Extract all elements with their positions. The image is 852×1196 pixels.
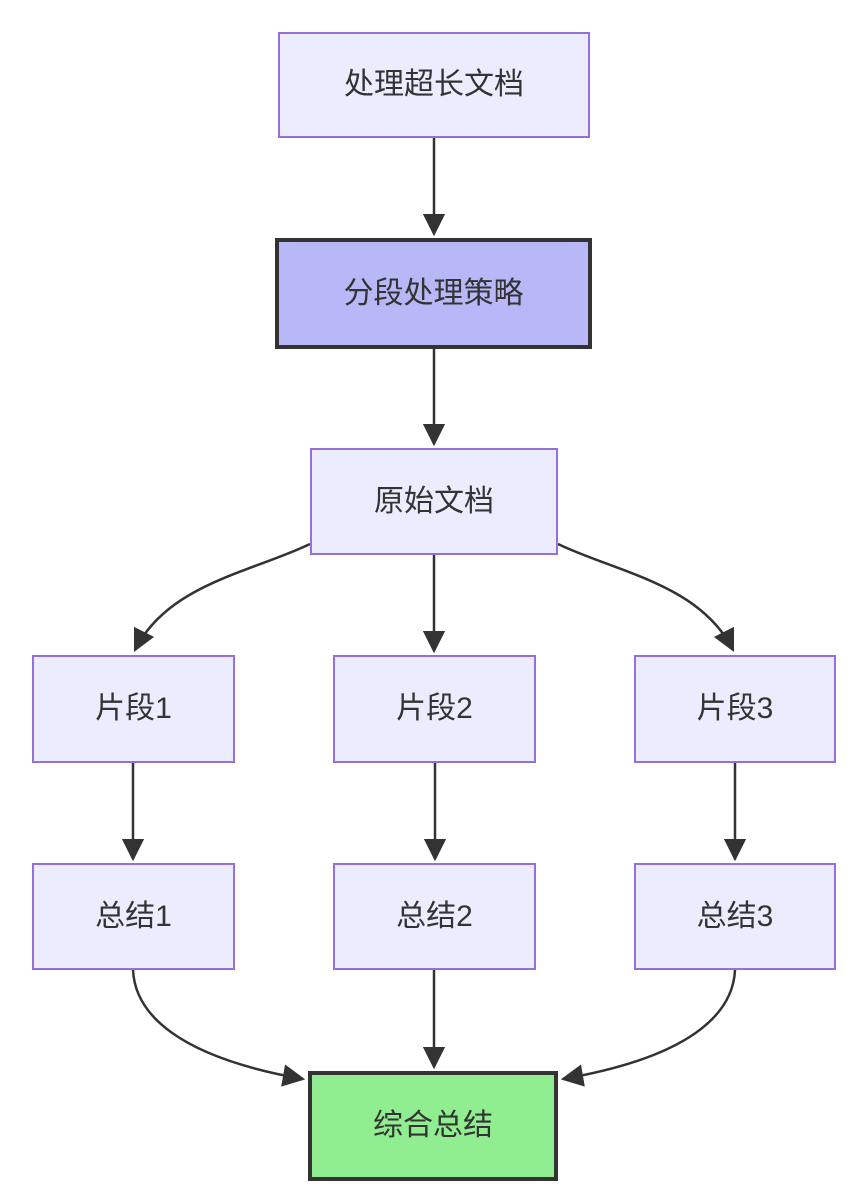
node-label: 片段1 [95,692,172,725]
node-fragment-1: 片段1 [32,655,235,763]
node-fragment-2: 片段2 [333,655,536,763]
node-segmentation-strategy: 分段处理策略 [275,238,592,349]
node-label: 处理超长文档 [344,68,524,101]
node-label: 原始文档 [374,484,494,518]
node-label: 片段2 [396,692,473,725]
edge-original-to-fragment3 [557,542,735,653]
node-label: 总结2 [396,899,473,933]
node-process-long-document: 处理超长文档 [278,32,590,138]
node-label: 综合总结 [373,1109,493,1142]
node-label: 分段处理策略 [343,276,524,310]
node-final-summary: 综合总结 [308,1071,558,1181]
node-label: 总结3 [696,899,774,933]
edge-summary3-to-final [560,969,737,1087]
node-original-document: 原始文档 [310,448,558,555]
node-label: 片段3 [696,692,774,725]
node-summary-1: 总结1 [32,863,235,970]
node-summary-2: 总结2 [333,863,536,970]
edge-original-to-fragment1 [133,542,311,653]
edge-summary1-to-final [131,969,306,1087]
node-label: 总结1 [95,899,172,933]
node-fragment-3: 片段3 [634,655,836,763]
node-summary-3: 总结3 [634,863,836,970]
